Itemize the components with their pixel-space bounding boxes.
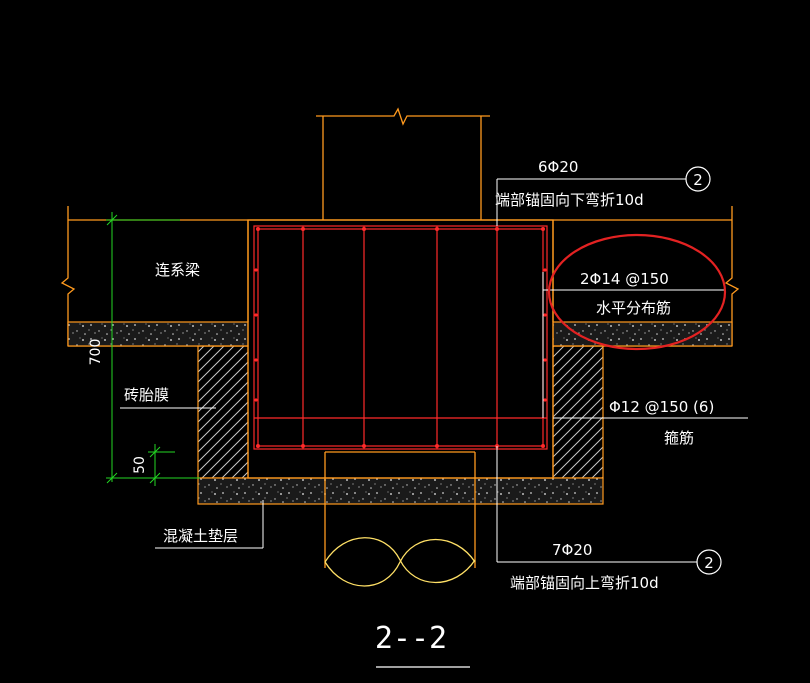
rebar-cage xyxy=(253,225,548,450)
top-bar-note: 端部锚固向下弯折10d xyxy=(495,191,644,209)
bottom-ref-number: 2 xyxy=(704,554,714,572)
right-brick-formwork xyxy=(552,345,604,479)
top-ref-number: 2 xyxy=(693,171,703,189)
stirrup-spec: Φ12 @150 (6) xyxy=(609,398,714,416)
pile-below xyxy=(324,451,476,587)
leaders xyxy=(120,178,748,563)
bottom-ref-circle xyxy=(696,549,722,575)
dim-cushion: 50 xyxy=(132,456,148,474)
horizontal-bar-spec: 2Φ14 @150 xyxy=(580,270,669,288)
brick-formwork-label: 砖胎膜 xyxy=(124,386,169,404)
bottom-bar-spec: 7Φ20 xyxy=(552,541,592,559)
right-beam-cushion xyxy=(552,321,733,347)
bottom-bar-note: 端部锚固向上弯折10d xyxy=(510,574,659,592)
bottom-cushion xyxy=(197,477,604,505)
column-above xyxy=(316,107,490,220)
stirrup-name: 箍筋 xyxy=(664,429,694,447)
dim-height: 700 xyxy=(88,339,104,366)
horizontal-bar-name: 水平分布筋 xyxy=(596,299,671,317)
left-brick-formwork xyxy=(197,345,249,479)
tie-beam-label: 连系梁 xyxy=(155,261,200,279)
highlight-ellipse xyxy=(547,233,727,351)
top-bar-spec: 6Φ20 xyxy=(538,158,578,176)
top-ref-circle xyxy=(685,166,711,192)
cap-body xyxy=(247,219,554,479)
drawing-title: 2--2 xyxy=(375,621,447,656)
dimensions xyxy=(106,212,200,486)
rebar-dots xyxy=(254,227,547,448)
cushion-label: 混凝土垫层 xyxy=(163,527,238,545)
